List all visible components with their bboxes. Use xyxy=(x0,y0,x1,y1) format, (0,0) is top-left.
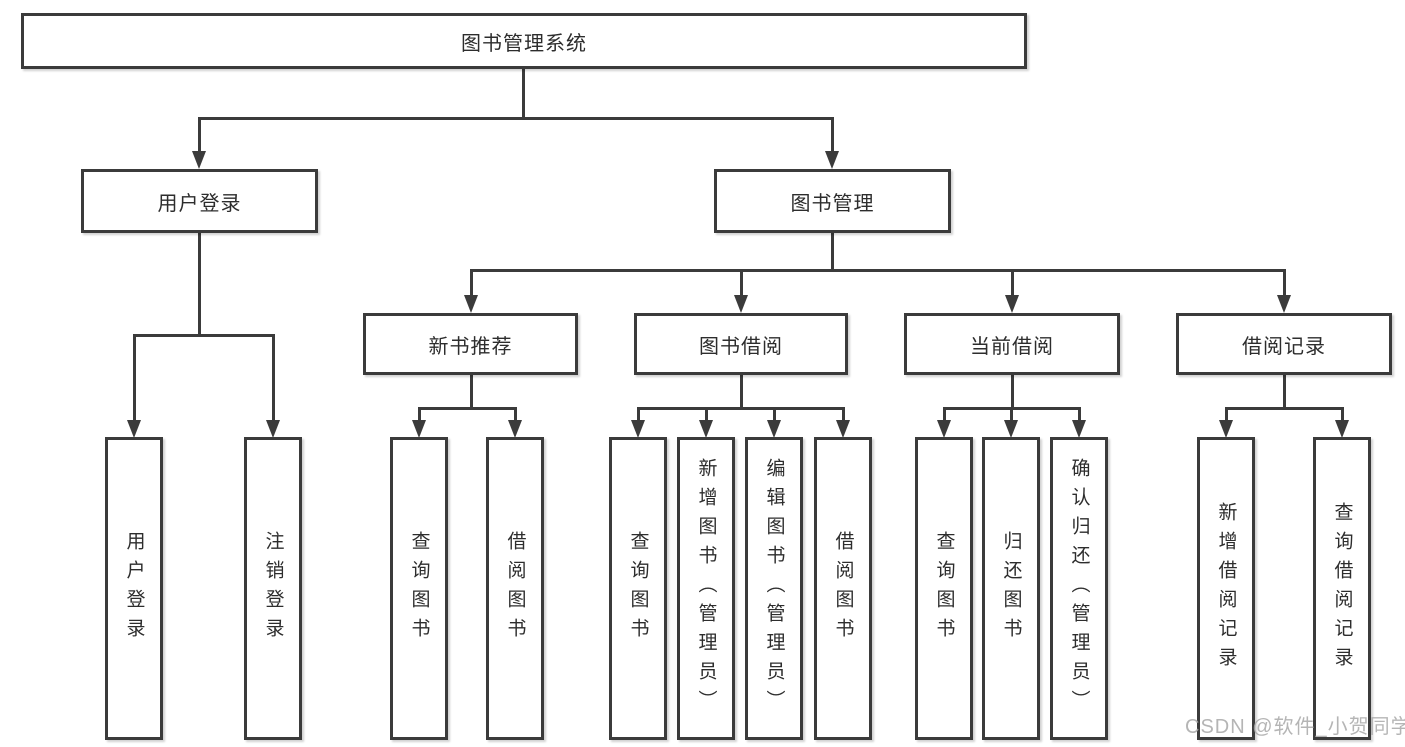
leaf-query-book-2-label: 查询图书 xyxy=(627,530,649,647)
arrowhead-down-icon xyxy=(412,420,426,438)
connector-line xyxy=(842,407,845,422)
leaf-confirm-return-admin: 确认归还（管理员） xyxy=(1050,437,1108,740)
leaf-user-login-label: 用户登录 xyxy=(123,530,145,647)
arrowhead-down-icon xyxy=(464,295,478,313)
node-current-borrow: 当前借阅 xyxy=(904,313,1120,375)
leaf-return-book-label: 归还图书 xyxy=(1000,530,1022,647)
connector-line xyxy=(198,117,201,153)
leaf-logout: 注销登录 xyxy=(244,437,302,740)
leaf-add-borrow-record: 新增借阅记录 xyxy=(1197,437,1255,740)
node-borrow-record-label: 借阅记录 xyxy=(1242,335,1326,358)
connector-line xyxy=(272,334,275,421)
node-new-book-recommend: 新书推荐 xyxy=(363,313,578,375)
node-borrow-record: 借阅记录 xyxy=(1176,313,1392,375)
connector-line xyxy=(514,407,517,422)
connector-line xyxy=(198,117,834,120)
leaf-logout-label: 注销登录 xyxy=(262,530,284,647)
arrowhead-down-icon xyxy=(192,151,206,169)
leaf-borrow-book-1: 借阅图书 xyxy=(486,437,544,740)
leaf-query-book-1: 查询图书 xyxy=(390,437,448,740)
leaf-user-login: 用户登录 xyxy=(105,437,163,740)
node-new-book-recommend-label: 新书推荐 xyxy=(428,335,513,358)
connector-line xyxy=(773,407,776,422)
connector-line xyxy=(740,375,743,409)
leaf-return-book: 归还图书 xyxy=(982,437,1040,740)
connector-line xyxy=(470,269,473,298)
arrowhead-down-icon xyxy=(699,420,713,438)
arrowhead-down-icon xyxy=(266,420,280,438)
arrowhead-down-icon xyxy=(836,420,850,438)
connector-line xyxy=(470,375,473,409)
connector-line xyxy=(1283,375,1286,409)
leaf-borrow-book-2: 借阅图书 xyxy=(814,437,872,740)
leaf-query-borrow-record: 查询借阅记录 xyxy=(1313,437,1371,740)
leaf-query-book-3-label: 查询图书 xyxy=(933,530,955,647)
connector-line xyxy=(1225,407,1228,422)
connector-line xyxy=(831,117,834,153)
node-user-login: 用户登录 xyxy=(81,169,318,233)
leaf-add-book-admin: 新增图书（管理员） xyxy=(677,437,735,740)
connector-line xyxy=(1078,407,1081,422)
arrowhead-down-icon xyxy=(1277,295,1291,313)
arrowhead-down-icon xyxy=(825,151,839,169)
connector-line xyxy=(470,269,1286,272)
leaf-query-borrow-record-label: 查询借阅记录 xyxy=(1331,501,1353,676)
arrowhead-down-icon xyxy=(631,420,645,438)
arrowhead-down-icon xyxy=(508,420,522,438)
connector-line xyxy=(1283,269,1286,298)
arrowhead-down-icon xyxy=(1072,420,1086,438)
connector-line xyxy=(418,407,517,410)
arrowhead-down-icon xyxy=(767,420,781,438)
connector-line xyxy=(198,233,201,336)
node-root-label: 图书管理系统 xyxy=(461,32,587,55)
leaf-confirm-return-admin-label: 确认归还（管理员） xyxy=(1068,458,1090,719)
node-book-management-label: 图书管理 xyxy=(790,192,875,215)
connector-line xyxy=(133,334,275,337)
arrowhead-down-icon xyxy=(127,420,141,438)
arrowhead-down-icon xyxy=(1005,295,1019,313)
connector-line xyxy=(943,407,946,422)
node-book-management: 图书管理 xyxy=(714,169,951,233)
connector-line xyxy=(1225,407,1344,410)
leaf-borrow-book-2-label: 借阅图书 xyxy=(832,530,854,647)
connector-line xyxy=(1011,269,1014,298)
node-book-borrow-label: 图书借阅 xyxy=(699,335,783,358)
leaf-borrow-book-1-label: 借阅图书 xyxy=(504,530,526,647)
arrowhead-down-icon xyxy=(1004,420,1018,438)
leaf-edit-book-admin-label: 编辑图书（管理员） xyxy=(763,458,785,719)
leaf-add-book-admin-label: 新增图书（管理员） xyxy=(695,458,717,719)
leaf-query-book-3: 查询图书 xyxy=(915,437,973,740)
connector-line xyxy=(705,407,708,422)
connector-line xyxy=(1341,407,1344,422)
arrowhead-down-icon xyxy=(1335,420,1349,438)
arrowhead-down-icon xyxy=(1219,420,1233,438)
connector-line xyxy=(637,407,640,422)
node-current-borrow-label: 当前借阅 xyxy=(970,335,1054,358)
leaf-query-book-1-label: 查询图书 xyxy=(408,530,430,647)
leaf-query-book-2: 查询图书 xyxy=(609,437,667,740)
csdn-watermark: CSDN @软件_小贺同学 xyxy=(1185,716,1405,738)
connector-line xyxy=(133,334,136,421)
connector-line xyxy=(522,68,525,119)
connector-line xyxy=(637,407,845,410)
node-book-borrow: 图书借阅 xyxy=(634,313,848,375)
node-user-login-label: 用户登录 xyxy=(157,192,242,215)
connector-line xyxy=(1010,407,1013,422)
connector-line xyxy=(1011,375,1014,409)
leaf-edit-book-admin: 编辑图书（管理员） xyxy=(745,437,803,740)
leaf-add-borrow-record-label: 新增借阅记录 xyxy=(1215,501,1237,676)
arrowhead-down-icon xyxy=(937,420,951,438)
connector-line xyxy=(418,407,421,422)
arrowhead-down-icon xyxy=(734,295,748,313)
node-root: 图书管理系统 xyxy=(21,13,1027,69)
connector-line xyxy=(740,269,743,298)
connector-line xyxy=(831,233,834,272)
